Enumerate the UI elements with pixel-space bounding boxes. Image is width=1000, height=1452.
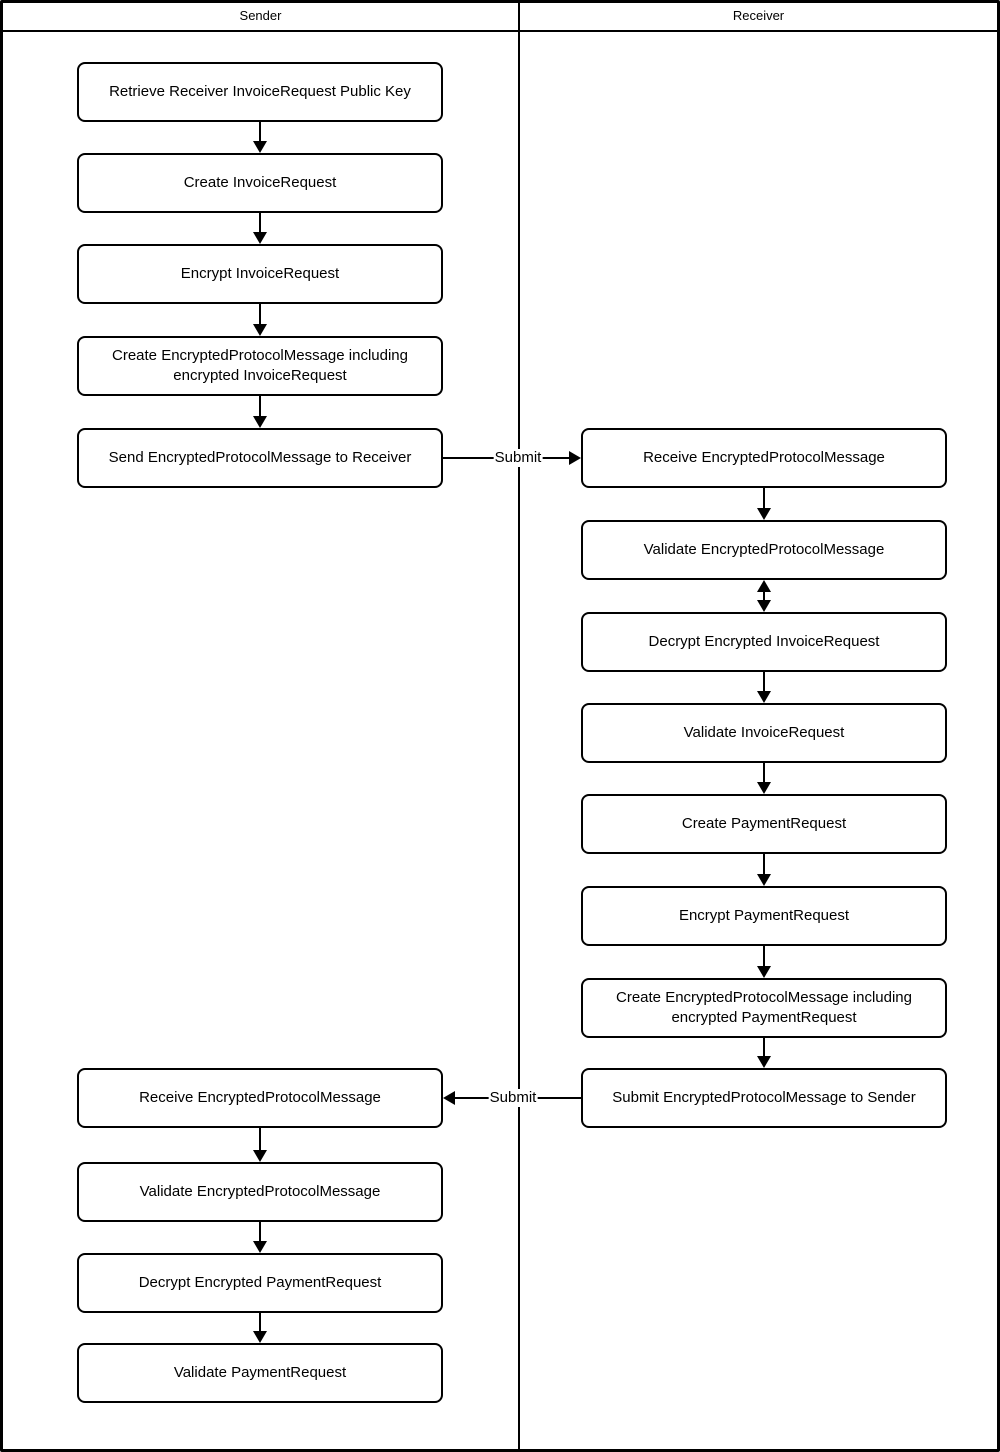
arrow-line bbox=[259, 396, 261, 417]
arrowhead-down-icon bbox=[253, 1150, 267, 1162]
arrowhead-down-icon bbox=[253, 324, 267, 336]
arrow-line bbox=[763, 1038, 765, 1057]
arrowhead-down-icon bbox=[757, 782, 771, 794]
arrow-line bbox=[259, 1128, 261, 1151]
lane-header-separator bbox=[0, 30, 1000, 32]
arrowhead-down-icon bbox=[757, 508, 771, 520]
submit-to-sender-label: Submit bbox=[488, 1089, 538, 1107]
arrow-s7-s8 bbox=[253, 1222, 267, 1253]
arrowhead-down-icon bbox=[757, 600, 771, 612]
arrowhead-down-icon bbox=[253, 1241, 267, 1253]
arrow-s2-s3 bbox=[253, 213, 267, 244]
node-create-paymentrequest: Create PaymentRequest bbox=[581, 794, 947, 854]
node-receive-encryptedprotocolmessage-sender: Receive EncryptedProtocolMessage bbox=[77, 1068, 443, 1128]
node-create-invoicerequest: Create InvoiceRequest bbox=[77, 153, 443, 213]
node-retrieve-receiver-public-key: Retrieve Receiver InvoiceRequest Public … bbox=[77, 62, 443, 122]
arrow-line bbox=[763, 763, 765, 783]
arrow-s3-s4 bbox=[253, 304, 267, 336]
arrowhead-up-icon bbox=[757, 580, 771, 592]
lane-header-sender-label: Sender bbox=[239, 7, 282, 23]
arrow-r4-r5 bbox=[757, 763, 771, 794]
arrow-line bbox=[763, 590, 765, 601]
node-submit-encryptedprotocolmessage-to-sender: Submit EncryptedProtocolMessage to Sende… bbox=[581, 1068, 947, 1128]
arrowhead-down-icon bbox=[253, 141, 267, 153]
node-create-encryptedprotocolmessage-invoicerequest: Create EncryptedProtocolMessage includin… bbox=[77, 336, 443, 396]
lane-header-sender: Sender bbox=[3, 0, 518, 30]
arrow-line bbox=[763, 946, 765, 967]
arrow-line bbox=[259, 304, 261, 325]
node-send-encryptedprotocolmessage-to-receiver: Send EncryptedProtocolMessage to Receive… bbox=[77, 428, 443, 488]
arrow-s6-s7 bbox=[253, 1128, 267, 1162]
arrowhead-down-icon bbox=[757, 874, 771, 886]
node-validate-paymentrequest: Validate PaymentRequest bbox=[77, 1343, 443, 1403]
arrow-line bbox=[763, 488, 765, 509]
arrow-line bbox=[259, 1222, 261, 1242]
arrow-r1-r2 bbox=[757, 488, 771, 520]
node-decrypt-encrypted-paymentrequest: Decrypt Encrypted PaymentRequest bbox=[77, 1253, 443, 1313]
node-decrypt-encrypted-invoicerequest: Decrypt Encrypted InvoiceRequest bbox=[581, 612, 947, 672]
node-encrypt-paymentrequest: Encrypt PaymentRequest bbox=[581, 886, 947, 946]
lane-divider bbox=[518, 0, 520, 1452]
arrow-r7-r8 bbox=[757, 1038, 771, 1068]
arrow-line bbox=[763, 672, 765, 692]
arrowhead-left-icon bbox=[443, 1091, 455, 1105]
arrow-line bbox=[763, 854, 765, 875]
arrow-r2-r3-bidirectional bbox=[757, 580, 771, 612]
lane-header-receiver: Receiver bbox=[520, 0, 997, 30]
arrow-line bbox=[259, 122, 261, 142]
arrow-s1-s2 bbox=[253, 122, 267, 153]
node-validate-encryptedprotocolmessage-receiver: Validate EncryptedProtocolMessage bbox=[581, 520, 947, 580]
arrow-line bbox=[259, 1313, 261, 1332]
arrow-s4-s5 bbox=[253, 396, 267, 428]
arrow-line bbox=[259, 213, 261, 233]
arrowhead-down-icon bbox=[253, 416, 267, 428]
arrowhead-down-icon bbox=[253, 1331, 267, 1343]
node-encrypt-invoicerequest: Encrypt InvoiceRequest bbox=[77, 244, 443, 304]
arrowhead-down-icon bbox=[757, 966, 771, 978]
arrowhead-down-icon bbox=[757, 1056, 771, 1068]
arrow-s8-s9 bbox=[253, 1313, 267, 1343]
node-receive-encryptedprotocolmessage: Receive EncryptedProtocolMessage bbox=[581, 428, 947, 488]
arrow-r3-r4 bbox=[757, 672, 771, 703]
submit-to-receiver-label: Submit bbox=[493, 449, 543, 467]
arrowhead-right-icon bbox=[569, 451, 581, 465]
arrow-r5-r6 bbox=[757, 854, 771, 886]
lane-header-receiver-label: Receiver bbox=[732, 7, 785, 23]
node-validate-invoicerequest: Validate InvoiceRequest bbox=[581, 703, 947, 763]
arrowhead-down-icon bbox=[757, 691, 771, 703]
arrow-r6-r7 bbox=[757, 946, 771, 978]
node-validate-encryptedprotocolmessage-sender: Validate EncryptedProtocolMessage bbox=[77, 1162, 443, 1222]
arrowhead-down-icon bbox=[253, 232, 267, 244]
node-create-encryptedprotocolmessage-paymentrequest: Create EncryptedProtocolMessage includin… bbox=[581, 978, 947, 1038]
